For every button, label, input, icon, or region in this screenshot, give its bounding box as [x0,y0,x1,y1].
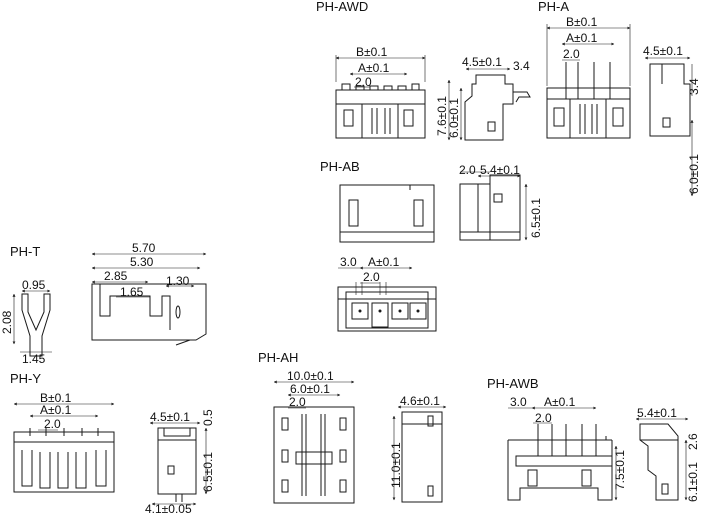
ph-ab-side-dim-w1: 2.0 [459,163,476,177]
ph-awb-side-dim-h1: 6.1±0.1 [686,462,700,502]
ph-a-side-dim-t: 3.4 [687,78,701,95]
ph-awb-front-view: 3.0 A±0.1 2.0 7.5±0.1 [507,395,627,501]
ph-y-front-dim-b: B±0.1 [40,391,72,405]
ph-awb-front-dim-pitch: 2.0 [535,411,552,425]
ph-ab-side-dim-h: 6.5±0.1 [529,198,543,238]
ph-t-large-dim-w5: 1.30 [166,274,190,288]
ph-awb-front-dim-a: A±0.1 [544,395,576,409]
ph-awb-side-view: 5.4±0.1 6.1±0.1 2.6 [635,406,700,502]
ph-ah-top-dim-d2: 6.0±0.1 [290,382,330,396]
ph-t-large-dim-w3: 2.85 [104,269,128,283]
ph-ah-top-dim-d1: 10.0±0.1 [287,369,334,383]
ph-a-front-dim-pitch: 2.0 [563,47,580,61]
ph-ab-bottom-dim-p1: 3.0 [340,255,357,269]
ph-awd-front-dim-b: B±0.1 [356,45,388,59]
ph-t-large-dim-w4: 1.65 [120,285,144,299]
ph-y-side-dim-w: 4.5±0.1 [150,410,190,424]
ph-t-label: PH-T [10,244,40,259]
ph-ab-front-view [339,184,435,243]
ph-ab-side-dim-w2: 5.4±0.1 [480,163,520,177]
ph-t-small-dim-h: 2.08 [0,310,14,334]
ph-t-large-dim-w2: 5.30 [130,255,154,269]
ph-y-front-dim-pitch: 2.0 [44,417,61,431]
ph-t-small-dim-b: 1.45 [22,352,46,366]
ph-ah-side-dim-h: 11.0±0.1 [389,442,403,488]
ph-ah-label: PH-AH [258,350,298,365]
ph-awb-group: PH-AWB 3.0 A±0.1 2.0 7.5±0.1 [487,376,700,502]
ph-a-front-dim-a: A±0.1 [566,31,598,45]
ph-t-small-dim-w: 0.95 [22,278,46,292]
ph-ah-group: PH-AH 10.0±0.1 6.0±0.1 2.0 [258,350,447,504]
ph-awb-side-dim-w: 5.4±0.1 [637,406,677,420]
ph-awb-front-dim-p1: 3.0 [510,395,527,409]
ph-y-side-view: 4.5±0.1 0.5 6.5±0.1 4.1±0.05 [145,409,215,516]
ph-y-group: PH-Y B±0.1 A±0.1 2.0 4.5±0.1 [10,371,215,516]
ph-a-front-dim-b: B±0.1 [566,15,598,29]
ph-ah-top-dim-pitch: 2.0 [289,395,306,409]
ph-y-front-view: B±0.1 A±0.1 2.0 [13,391,115,493]
ph-awb-front-dim-h: 7.5±0.1 [613,450,627,490]
ph-t-group: PH-T 0.95 2.08 1.45 5.70 5.30 2.85 1.65 … [0,241,207,366]
ph-ab-side-view: 2.0 5.4±0.1 6.5±0.1 [459,163,543,241]
ph-ab-label: PH-AB [320,159,360,174]
ph-y-side-dim-t: 0.5 [201,409,215,426]
ph-a-side-view: 4.5±0.1 3.4 6.0±0.1 [643,44,701,197]
ph-t-small-view: 0.95 2.08 1.45 [0,278,52,366]
ph-awd-front-dim-a: A±0.1 [358,61,390,75]
ph-awd-side-view: 4.5±0.1 3.4 7.6±0.1 6.0±0.1 [435,55,531,141]
ph-t-large-dim-w1: 5.70 [132,241,156,255]
ph-y-side-dim-wb: 4.1±0.05 [145,502,192,516]
ph-awd-front-dim-pitch: 2.0 [355,75,372,89]
ph-awb-label: PH-AWB [487,376,539,391]
ph-ab-bottom-dim-a: A±0.1 [368,255,400,269]
ph-awd-side-dim-h2: 6.0±0.1 [447,98,461,138]
ph-awb-side-dim-h2: 2.6 [686,433,700,450]
ph-a-side-dim-w: 4.5±0.1 [643,44,683,58]
ph-a-side-dim-h: 6.0±0.1 [687,154,701,194]
ph-y-label: PH-Y [10,371,41,386]
ph-ab-bottom-dim-pitch: 2.0 [363,270,380,284]
ph-ab-bottom-view: 3.0 A±0.1 2.0 [337,255,437,332]
ph-a-group: PH-A B±0.1 A±0.1 2.0 [538,0,701,197]
ph-awd-side-dim-h1: 7.6±0.1 [435,96,449,136]
ph-ah-side-view: 4.6±0.1 11.0±0.1 [389,394,447,503]
ph-awd-side-dim-w: 4.5±0.1 [462,55,502,69]
ph-awd-group: PH-AWD B±0.1 A±0.1 2.0 [316,0,531,141]
ph-ab-group: PH-AB 2.0 5.4±0.1 6.5±0.1 [320,159,543,332]
ph-awd-side-dim-t: 3.4 [513,59,530,73]
ph-y-side-dim-h: 6.5±0.1 [201,452,215,492]
ph-awd-front-view: B±0.1 A±0.1 2.0 [335,45,426,139]
ph-ah-top-view: 10.0±0.1 6.0±0.1 2.0 [273,369,355,504]
ph-a-label: PH-A [538,0,569,14]
ph-awd-label: PH-AWD [316,0,368,14]
ph-t-large-view: 5.70 5.30 2.85 1.65 1.30 [91,241,207,346]
ph-ah-side-dim-w: 4.6±0.1 [400,394,440,408]
ph-a-front-view: B±0.1 A±0.1 2.0 [546,15,631,139]
ph-y-front-dim-a: A±0.1 [40,403,72,417]
